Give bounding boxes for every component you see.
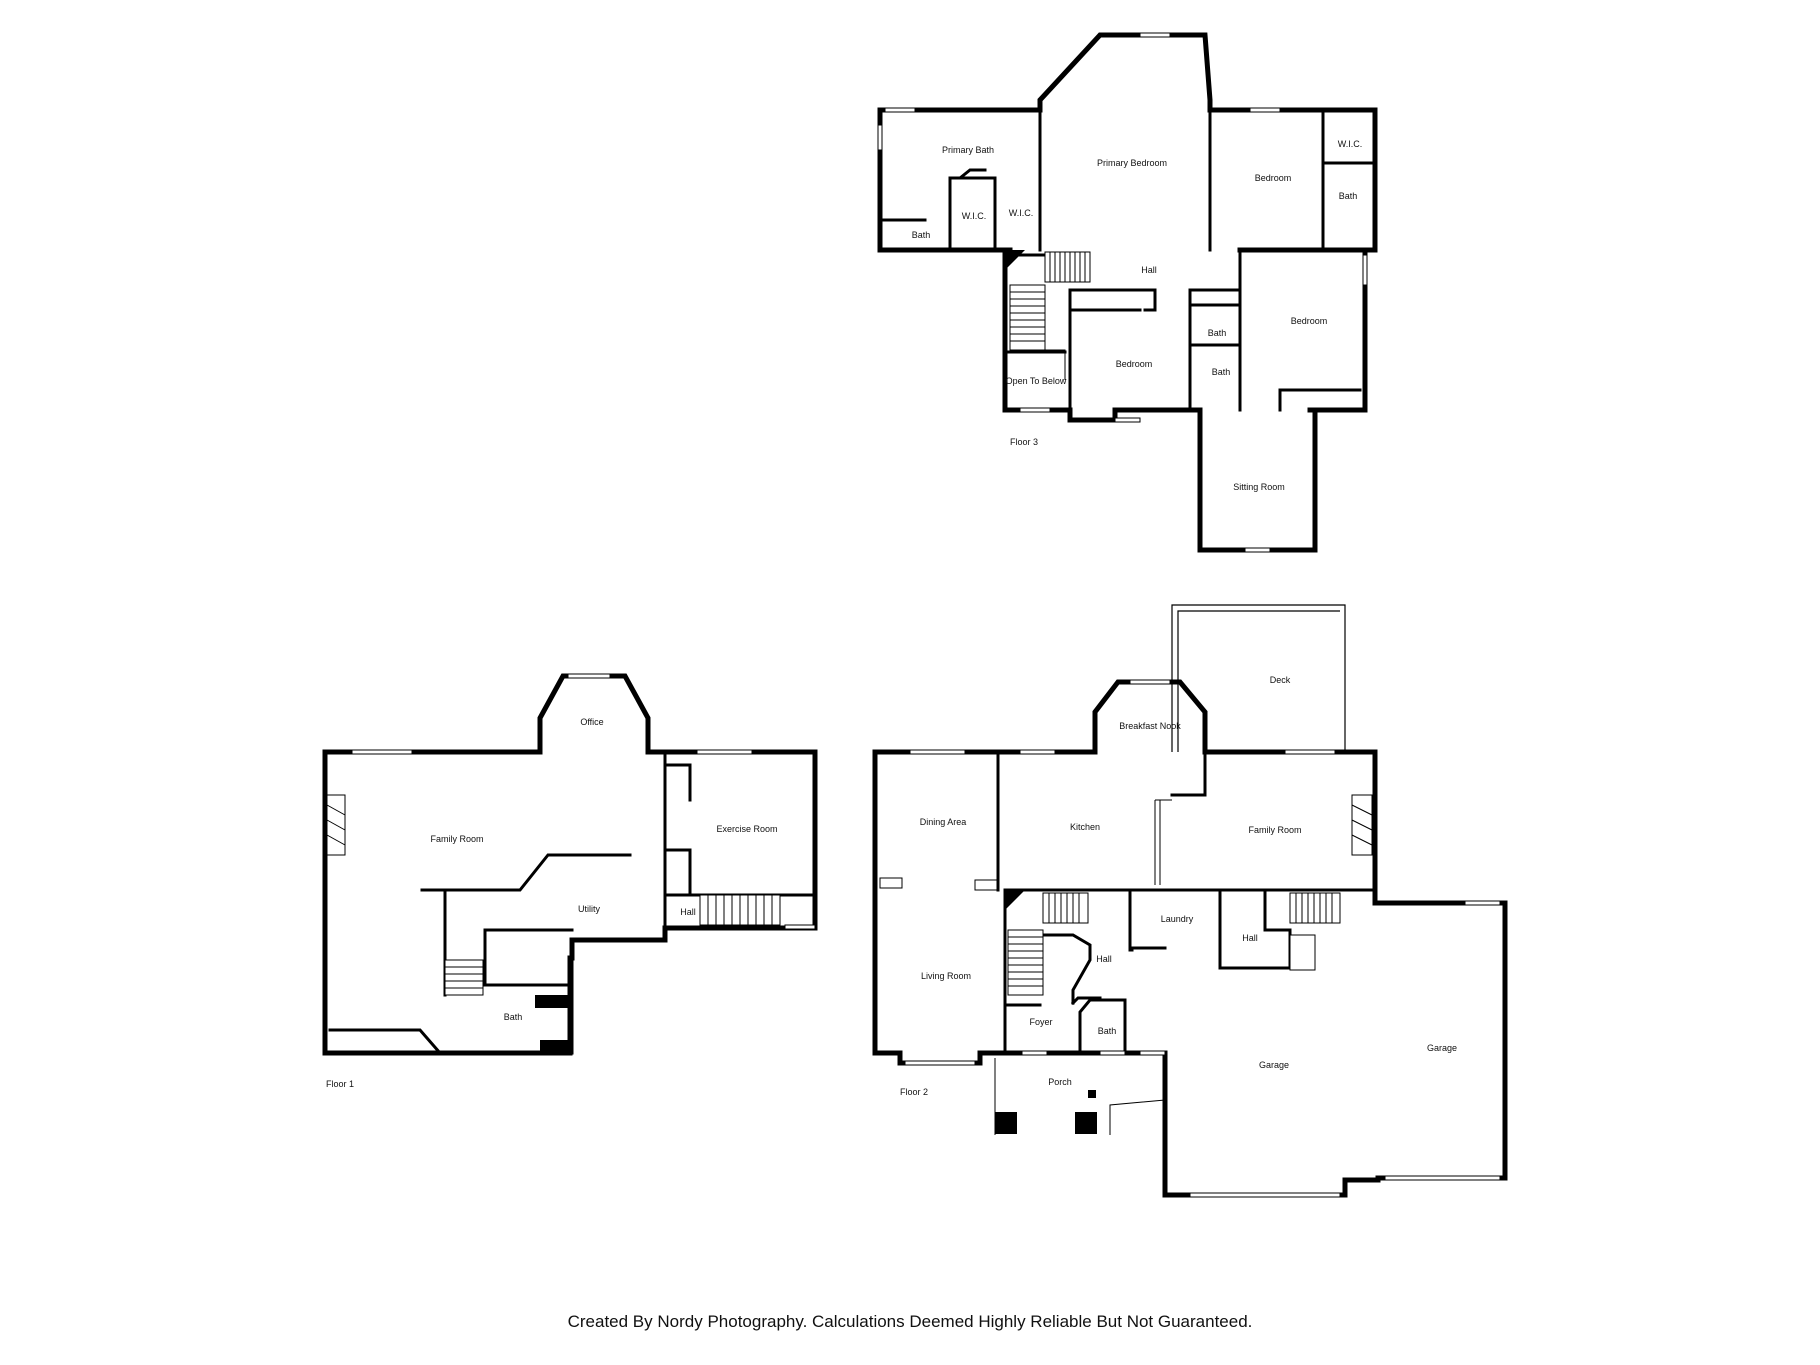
room-label-wic-ne: W.I.C. — [1338, 139, 1363, 149]
room-label-garage-1: Garage — [1259, 1060, 1289, 1070]
room-label-porch: Porch — [1048, 1077, 1072, 1087]
room-label-bath-f2: Bath — [1098, 1026, 1117, 1036]
footer-disclaimer: Created By Nordy Photography. Calculatio… — [567, 1312, 1253, 1331]
room-label-living-room: Living Room — [921, 971, 971, 981]
room-label-utility: Utility — [578, 904, 600, 914]
room-label-laundry: Laundry — [1161, 914, 1194, 924]
room-label-kitchen: Kitchen — [1070, 822, 1100, 832]
room-label-garage-2: Garage — [1427, 1043, 1457, 1053]
floor-1-plan — [322, 673, 818, 1056]
room-label-bedroom-east: Bedroom — [1291, 316, 1328, 326]
room-label-deck: Deck — [1270, 675, 1291, 685]
room-label-wic-1: W.I.C. — [962, 211, 987, 221]
room-label-primary-bedroom: Primary Bedroom — [1097, 158, 1167, 168]
room-label-hall-f1: Hall — [680, 907, 696, 917]
room-label-bath-mid-2: Bath — [1212, 367, 1231, 377]
room-label-hall-f2-a: Hall — [1242, 933, 1258, 943]
room-label-primary-bath: Primary Bath — [942, 145, 994, 155]
room-label-bath-f1: Bath — [504, 1012, 523, 1022]
room-label-hall-f3: Hall — [1141, 265, 1157, 275]
room-label-dining-area: Dining Area — [920, 817, 967, 827]
room-label-bath-mid-1: Bath — [1208, 328, 1227, 338]
room-label-office: Office — [580, 717, 603, 727]
room-label-exercise-room: Exercise Room — [716, 824, 777, 834]
room-label-bedroom-ne: Bedroom — [1255, 173, 1292, 183]
room-label-hall-f2-b: Hall — [1096, 954, 1112, 964]
room-label-wic-2: W.I.C. — [1009, 208, 1034, 218]
floor-3-plan — [877, 32, 1378, 553]
room-label-family-room-f1: Family Room — [430, 834, 483, 844]
room-label-bedroom-mid: Bedroom — [1116, 359, 1153, 369]
room-label-family-room-f2: Family Room — [1248, 825, 1301, 835]
room-label-open-to-below: Open To Below — [1006, 376, 1067, 386]
floor-label-floor-1: Floor 1 — [326, 1079, 354, 1089]
floor-label-floor-2: Floor 2 — [900, 1087, 928, 1097]
room-label-bath-ne: Bath — [1339, 191, 1358, 201]
floor-2-plan — [872, 604, 1508, 1198]
room-label-foyer: Foyer — [1029, 1017, 1052, 1027]
room-label-sitting-room: Sitting Room — [1233, 482, 1285, 492]
room-label-breakfast-nook: Breakfast Nook — [1119, 721, 1181, 731]
room-label-bath-nw: Bath — [912, 230, 931, 240]
floor-label-floor-3: Floor 3 — [1010, 437, 1038, 447]
